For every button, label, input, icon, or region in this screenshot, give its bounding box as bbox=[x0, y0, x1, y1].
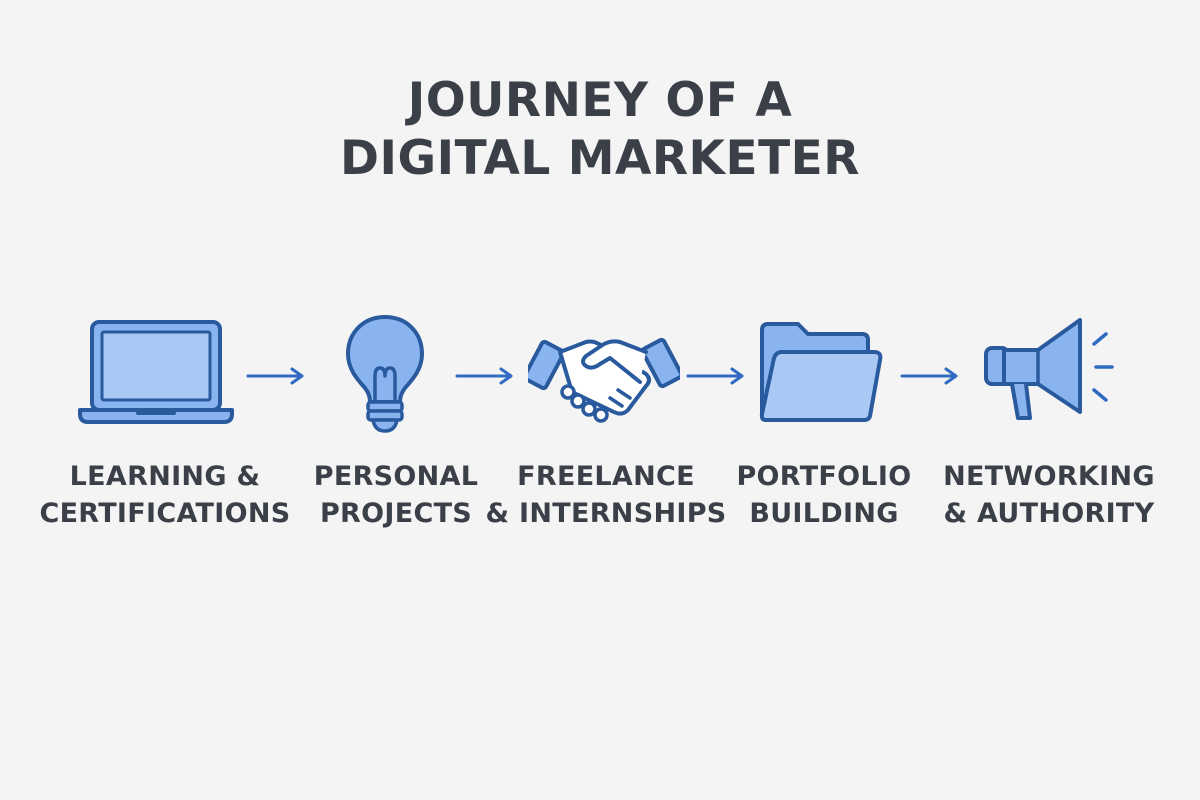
lightbulb-icon bbox=[346, 315, 424, 433]
step-label-projects: PERSONAL PROJECTS bbox=[266, 458, 526, 532]
step-label-line-2: & INTERNSHIPS bbox=[485, 498, 727, 529]
title-line-1: JOURNEY OF A bbox=[407, 73, 793, 128]
laptop-icon bbox=[78, 320, 234, 424]
step-label-line-2: & AUTHORITY bbox=[943, 498, 1155, 529]
megaphone-icon bbox=[984, 318, 1114, 420]
folder-icon bbox=[759, 322, 883, 422]
step-label-line-1: LEARNING & bbox=[69, 461, 261, 492]
arrow-icon bbox=[455, 367, 513, 385]
step-label-freelance: FREELANCE & INTERNSHIPS bbox=[476, 458, 736, 532]
arrow-icon bbox=[686, 367, 744, 385]
step-label-line-1: FREELANCE bbox=[517, 461, 695, 492]
step-label-learning: LEARNING & CERTIFICATIONS bbox=[35, 458, 295, 532]
step-label-networking: NETWORKING & AUTHORITY bbox=[919, 458, 1179, 532]
diagram-title: JOURNEY OF A DIGITAL MARKETER bbox=[0, 72, 1200, 188]
step-label-line-1: PORTFOLIO bbox=[736, 461, 912, 492]
step-label-line-2: BUILDING bbox=[749, 498, 899, 529]
step-label-line-2: CERTIFICATIONS bbox=[39, 498, 291, 529]
step-label-portfolio: PORTFOLIO BUILDING bbox=[694, 458, 954, 532]
handshake-icon bbox=[528, 337, 680, 423]
step-label-line-2: PROJECTS bbox=[319, 498, 473, 529]
step-label-line-1: PERSONAL bbox=[313, 461, 479, 492]
title-line-2: DIGITAL MARKETER bbox=[340, 131, 860, 186]
step-label-line-1: NETWORKING bbox=[943, 461, 1155, 492]
arrow-icon bbox=[246, 367, 304, 385]
arrow-icon bbox=[900, 367, 958, 385]
